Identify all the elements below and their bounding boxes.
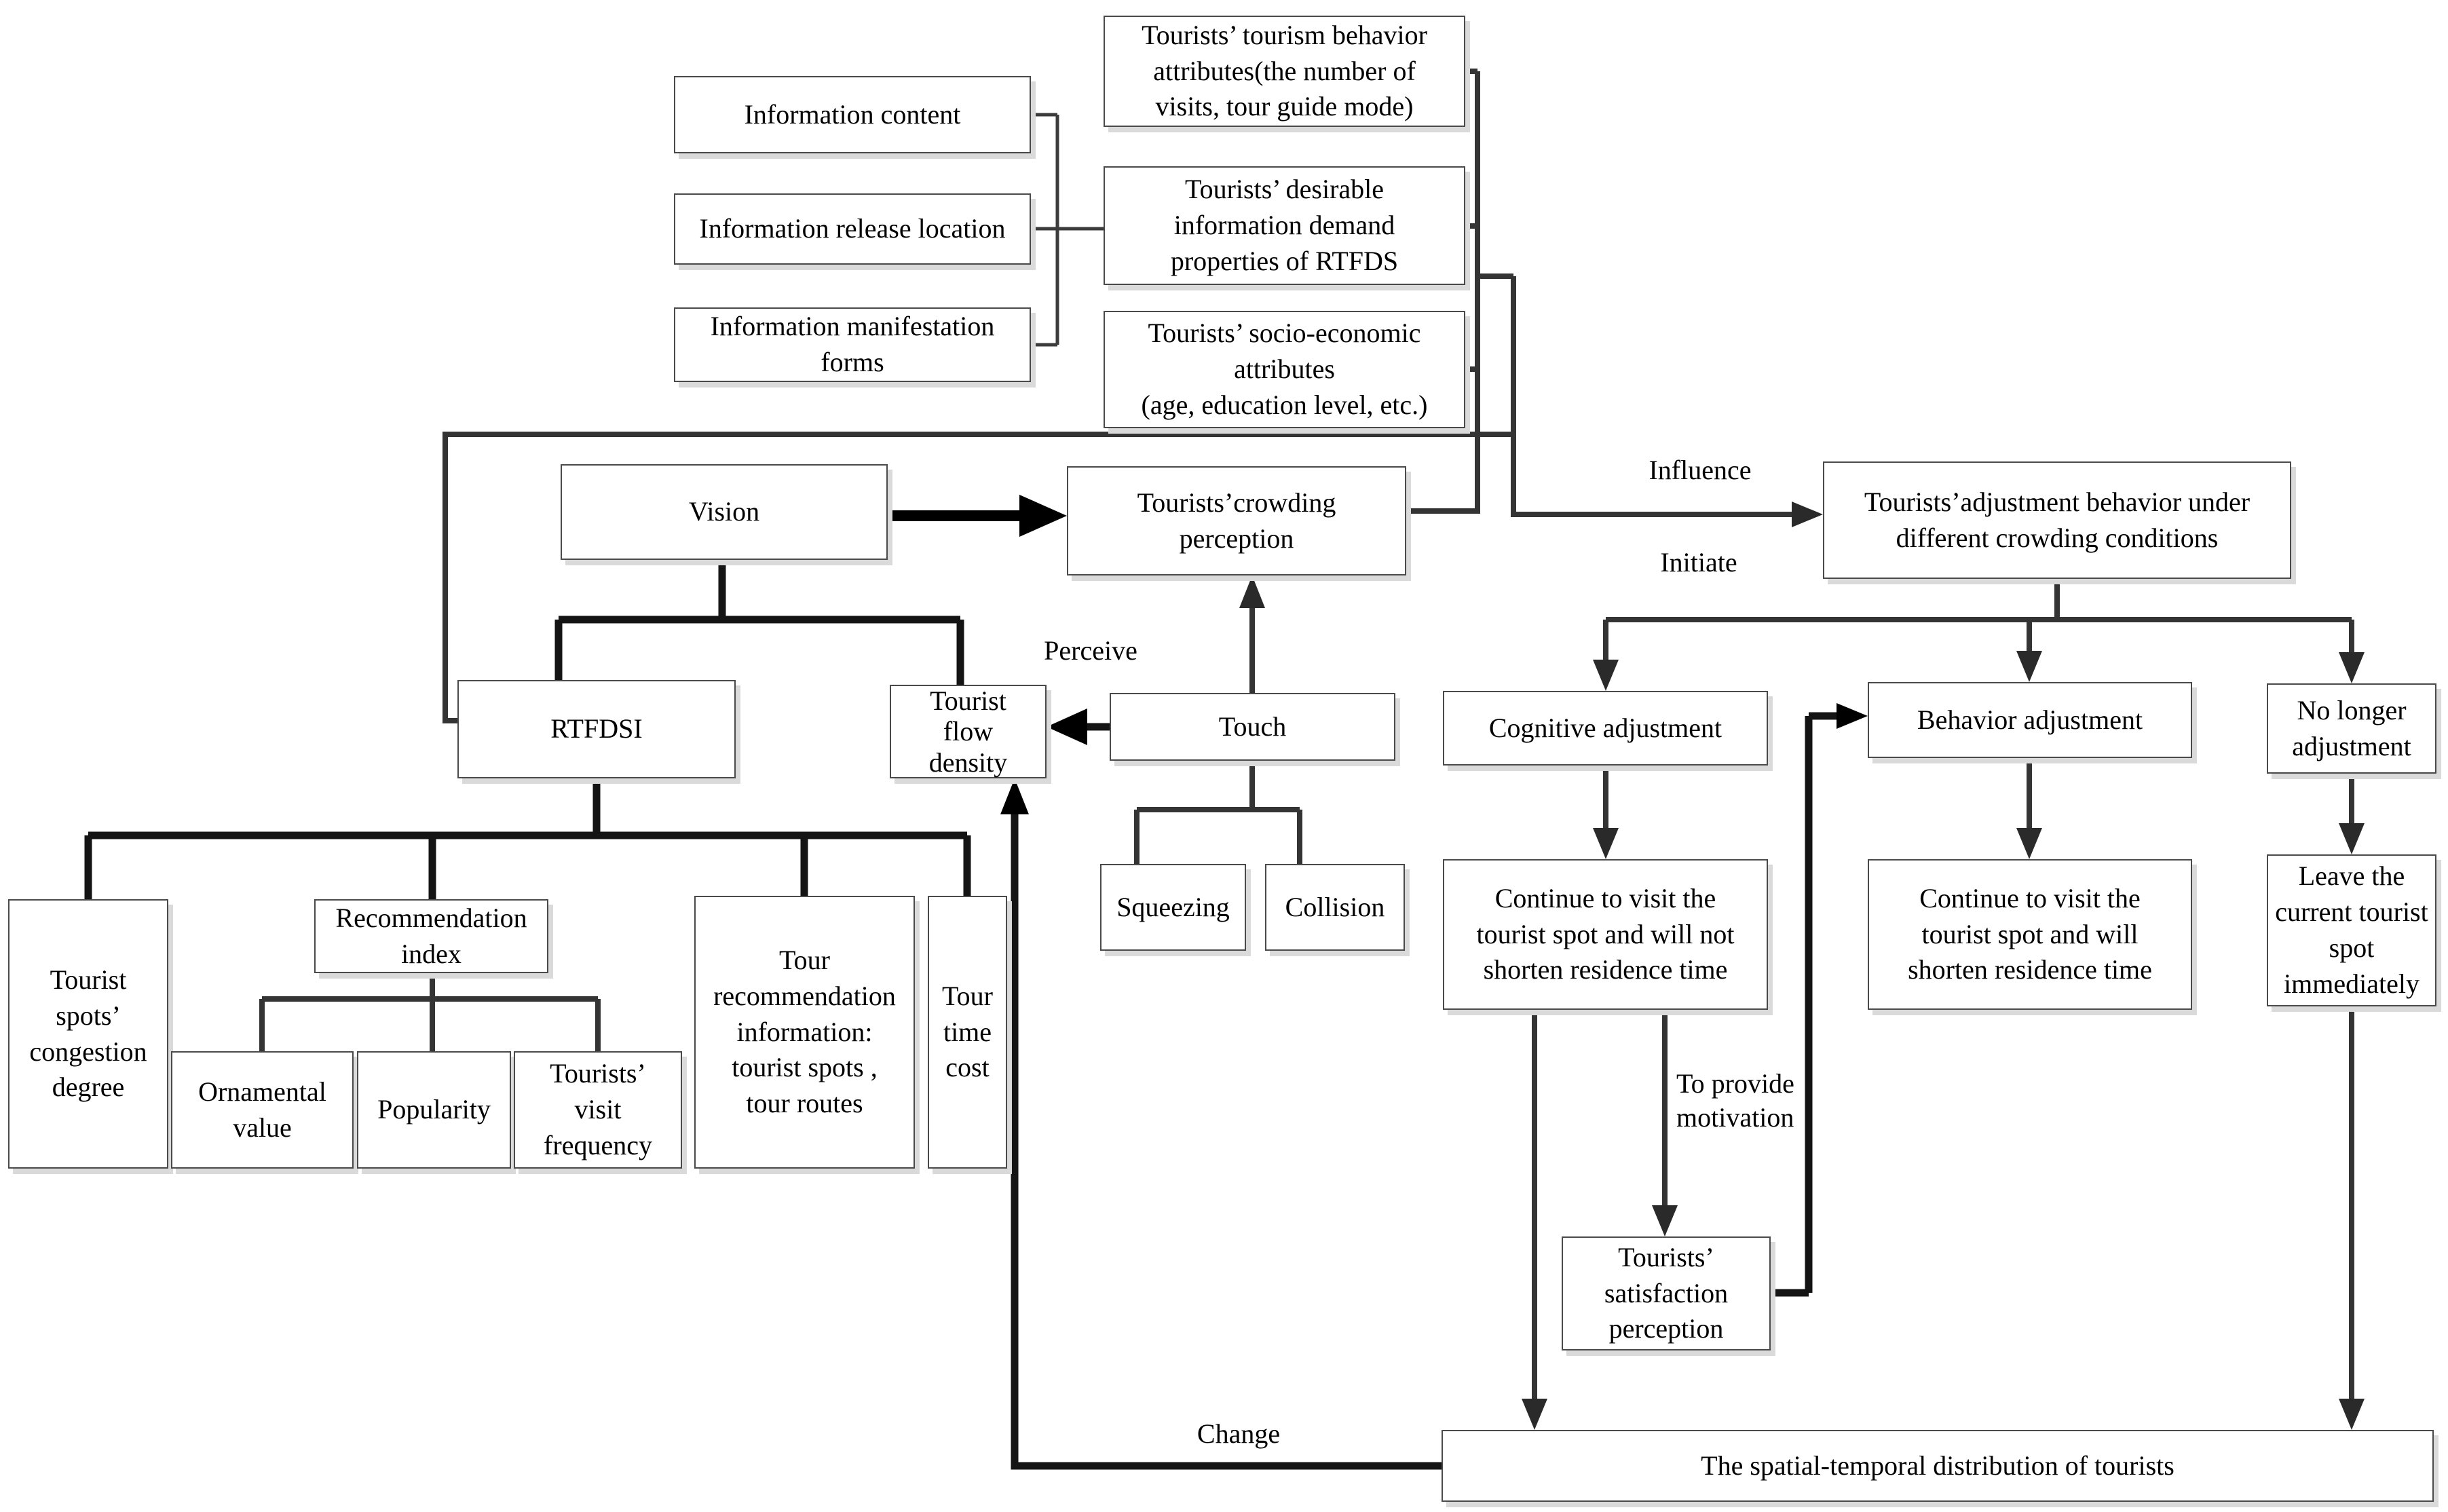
node-squeezing: Squeezing bbox=[1100, 864, 1246, 951]
node-information-content: Information content bbox=[674, 76, 1031, 153]
node-ornamental-value: Ornamental value bbox=[171, 1051, 354, 1169]
edge-touch-to-squeezing-collision bbox=[1134, 761, 1302, 864]
edge-recommendation-bracket bbox=[259, 973, 601, 1051]
node-rtfdsi: RTFDSI bbox=[457, 680, 736, 778]
node-popularity: Popularity bbox=[357, 1051, 511, 1169]
node-collision: Collision bbox=[1265, 864, 1405, 951]
node-tourist-flow-density: Tourist flow density bbox=[890, 685, 1047, 778]
node-tourism-behavior-attributes: Tourists’ tourism behavior attributes(th… bbox=[1104, 16, 1465, 127]
edge-distribution-to-flow-density bbox=[1000, 778, 1442, 1470]
node-tour-recommendation-information: Tour recommendation information: tourist… bbox=[694, 896, 915, 1169]
edge-attributes-to-rtfdsi bbox=[442, 432, 1513, 723]
node-leave-immediately: Leave the current tourist spot immediate… bbox=[2267, 854, 2436, 1006]
node-no-longer-adjustment: No longer adjustment bbox=[2267, 683, 2436, 774]
node-desirable-information-demand: Tourists’ desirable information demand p… bbox=[1104, 166, 1465, 285]
edge-rtfdsi-bracket bbox=[84, 778, 971, 899]
node-behavior-adjustment: Behavior adjustment bbox=[1868, 682, 2192, 758]
node-vision: Vision bbox=[561, 464, 888, 560]
node-adjustment-behavior: Tourists’adjustment behavior under diffe… bbox=[1823, 461, 2291, 579]
node-continue-shorten: Continue to visit the tourist spot and w… bbox=[1868, 859, 2192, 1010]
edge-touch-to-crowding bbox=[1239, 575, 1265, 693]
edge-vision-bracket bbox=[554, 560, 964, 685]
edge-label-influence: Influence bbox=[1649, 455, 1752, 485]
edge-touch-to-flow-density bbox=[1047, 708, 1110, 745]
edge-attribute-collectors bbox=[1408, 69, 1823, 527]
edge-label-perceive: Perceive bbox=[1044, 635, 1137, 666]
node-touch: Touch bbox=[1110, 693, 1395, 761]
edge-vision-to-crowding bbox=[888, 495, 1067, 537]
node-tour-time-cost: Tour time cost bbox=[928, 896, 1007, 1169]
node-spatial-temporal-distribution: The spatial-temporal distribution of tou… bbox=[1442, 1430, 2434, 1502]
edge-label-initiate: Initiate bbox=[1660, 547, 1737, 578]
node-recommendation-index: Recommendation index bbox=[314, 899, 548, 973]
edge-info-boxes-to-desirable bbox=[1031, 113, 1104, 347]
node-crowding-perception: Tourists’crowding perception bbox=[1067, 466, 1406, 575]
node-socio-economic-attributes: Tourists’ socio-economic attributes (age… bbox=[1104, 311, 1465, 428]
node-satisfaction-perception: Tourists’ satisfaction perception bbox=[1562, 1236, 1771, 1350]
node-visit-frequency: Tourists’ visit frequency bbox=[514, 1051, 682, 1169]
node-information-manifestation-forms: Information manifestation forms bbox=[674, 307, 1031, 382]
edge-satisfaction-to-behavior bbox=[1771, 703, 1868, 1297]
edge-outcomes-to-distribution bbox=[1522, 1006, 2365, 1430]
node-continue-not-shorten: Continue to visit the tourist spot and w… bbox=[1443, 859, 1768, 1010]
edge-label-to-provide-motivation: To provide motivation bbox=[1676, 1068, 1794, 1133]
edge-label-change: Change bbox=[1197, 1418, 1281, 1449]
edge-to-satisfaction bbox=[1652, 1010, 1678, 1236]
edge-adjustment-bracket bbox=[1593, 579, 2365, 691]
node-information-release-location: Information release location bbox=[674, 193, 1031, 265]
node-congestion-degree: Tourist spots’ congestion degree bbox=[8, 899, 168, 1169]
node-cognitive-adjustment: Cognitive adjustment bbox=[1443, 691, 1768, 766]
edge-adjustments-to-outcomes bbox=[1593, 758, 2365, 859]
